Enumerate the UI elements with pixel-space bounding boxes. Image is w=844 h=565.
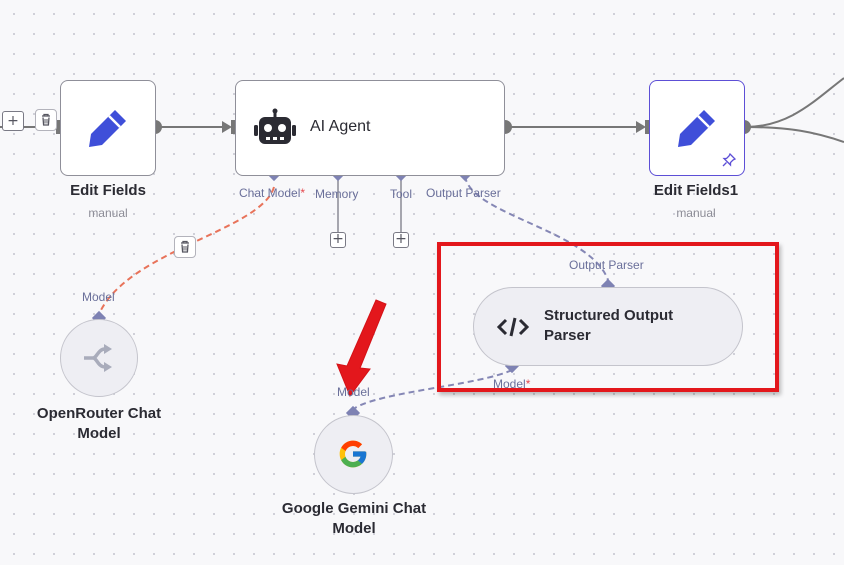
delete-connection-button[interactable] bbox=[35, 109, 57, 131]
gemini-title-line2: Model bbox=[332, 520, 376, 537]
structured-output-parser-node[interactable]: Structured Output Parser bbox=[473, 287, 743, 366]
delete-chat-model-connection-button[interactable] bbox=[174, 236, 196, 258]
ai-agent-title: AI Agent bbox=[310, 118, 371, 135]
openrouter-title-line1: OpenRouter Chat bbox=[36, 405, 162, 422]
input-handle-edit-fields1[interactable] bbox=[645, 120, 651, 134]
openrouter-icon bbox=[84, 344, 112, 372]
edit-fields-node[interactable] bbox=[60, 80, 156, 176]
pencil-icon bbox=[678, 110, 715, 147]
edit-fields1-title: Edit Fields1 bbox=[653, 182, 739, 199]
gemini-model-port-label: Model bbox=[337, 385, 370, 399]
output-parser-port-label: Output Parser bbox=[426, 186, 501, 200]
chat-model-label-text: Chat Model bbox=[239, 186, 301, 200]
input-handle-ai-agent[interactable] bbox=[231, 120, 237, 134]
ai-agent-node[interactable]: AI Agent bbox=[235, 80, 505, 176]
gemini-title-line1: Google Gemini Chat bbox=[281, 500, 427, 517]
edge-edit-fields1-out-2[interactable] bbox=[744, 126, 844, 143]
edge-parser-model-gemini[interactable] bbox=[354, 369, 513, 409]
required-marker: * bbox=[525, 377, 531, 391]
edge-arrow bbox=[636, 121, 646, 133]
parser-model-label-text: Model bbox=[493, 377, 526, 391]
edge-chat-model-openrouter[interactable] bbox=[99, 186, 275, 313]
add-memory-button[interactable]: + bbox=[330, 232, 346, 248]
edit-fields1-node[interactable] bbox=[649, 80, 745, 176]
add-node-button[interactable]: + bbox=[2, 111, 24, 131]
edit-fields-title: Edit Fields bbox=[70, 182, 146, 199]
edge-output-parser-structured[interactable] bbox=[464, 175, 609, 281]
trash-icon bbox=[42, 113, 50, 126]
chat-model-port-label: Chat Model* bbox=[239, 186, 305, 200]
pencil-icon bbox=[89, 110, 126, 147]
annotation-highlight-box bbox=[437, 242, 779, 392]
parser-model-port-label: Model* bbox=[493, 377, 530, 391]
input-handle-edit-fields[interactable] bbox=[56, 120, 62, 134]
robot-icon bbox=[254, 108, 296, 144]
edit-fields1-subtitle: manual bbox=[676, 206, 716, 220]
parser-title-line1: Structured Output bbox=[544, 307, 674, 324]
parser-output-port-label: Output Parser bbox=[569, 258, 644, 272]
add-tool-button[interactable]: + bbox=[393, 232, 409, 248]
edge-edit-fields1-out-1[interactable] bbox=[744, 77, 844, 128]
google-gemini-chat-model-node[interactable] bbox=[314, 415, 393, 494]
openrouter-model-port-label: Model bbox=[82, 290, 115, 304]
memory-port-label: Memory bbox=[315, 187, 359, 201]
code-icon bbox=[497, 317, 529, 337]
trash-icon bbox=[181, 240, 189, 253]
pin-icon[interactable] bbox=[722, 153, 736, 167]
parser-title-line2: Parser bbox=[544, 327, 591, 344]
annotation-arrow bbox=[336, 299, 387, 398]
edit-fields-subtitle: manual bbox=[88, 206, 128, 220]
openrouter-title-line2: Model bbox=[77, 425, 121, 442]
openrouter-chat-model-node[interactable] bbox=[60, 319, 138, 397]
edge-arrow bbox=[222, 121, 232, 133]
required-marker: * bbox=[300, 186, 306, 200]
tool-port-label: Tool bbox=[390, 187, 413, 201]
google-g-icon bbox=[339, 440, 367, 468]
